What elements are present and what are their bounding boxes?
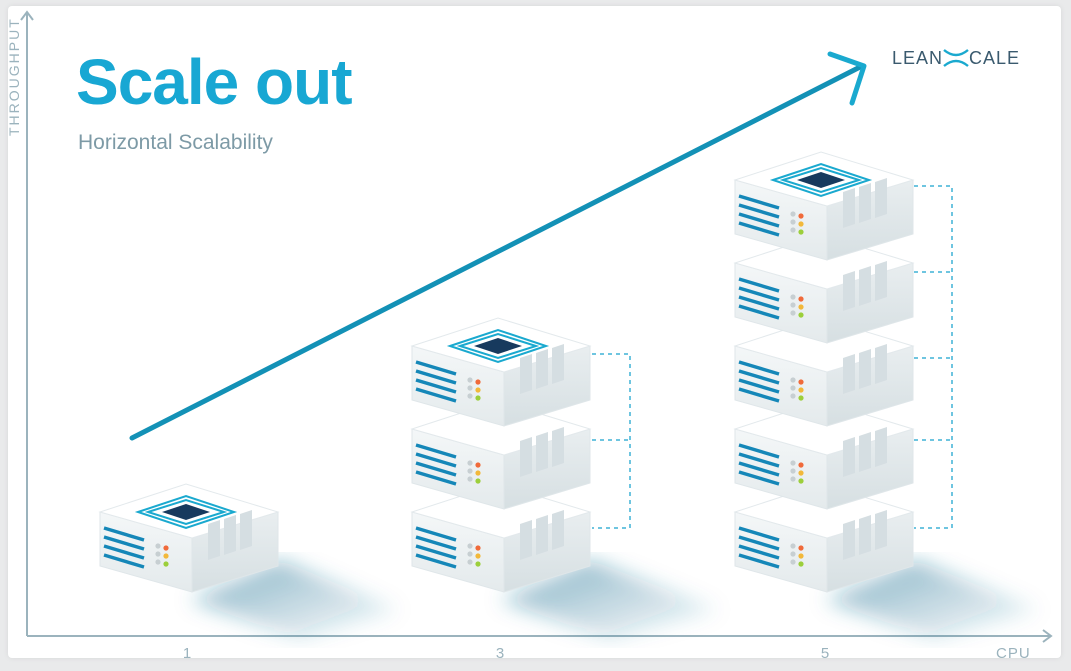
leanxcale-logo: LEAN CALE [892,44,1032,72]
server-stack-3 [412,318,630,592]
x-tick-label: 3 [485,645,515,662]
server-shadows [190,560,1040,640]
server-stack-5 [735,152,952,592]
page-subtitle: Horizontal Scalability [78,131,273,155]
cluster-connector [914,186,952,528]
x-tick-label: 5 [810,645,840,662]
cluster-connector [592,354,630,528]
leanxcale-x-icon [941,47,971,69]
x-axis-label: CPU [996,645,1031,662]
x-tick-label: 1 [172,645,202,662]
logo-text-right: CALE [969,48,1020,69]
y-axis-label: THROUGHPUT [6,40,22,136]
x-axis [27,630,1051,642]
logo-text-left: LEAN [892,48,943,69]
page-title: Scale out [76,50,352,114]
y-axis [21,12,33,636]
